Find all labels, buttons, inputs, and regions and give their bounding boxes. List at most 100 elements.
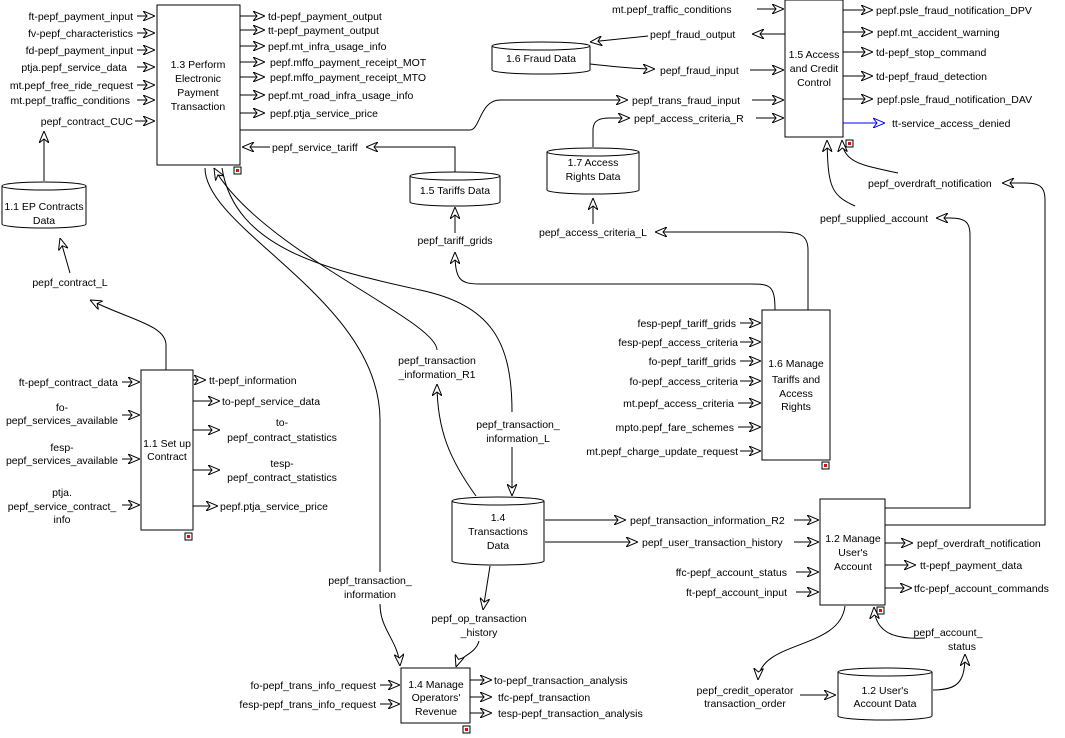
flow-transaction-information-R2: pepf_transaction_information_R2 [545, 515, 819, 527]
svg-text:pepf_supplied_account: pepf_supplied_account [820, 213, 928, 225]
process-1-3[interactable]: 1.3 Perform Electronic Payment Transacti… [156, 4, 242, 175]
decomposition-markers [187, 142, 882, 731]
svg-text:_history: _history [460, 627, 499, 639]
svg-text:Data: Data [33, 215, 55, 227]
process-1-5[interactable]: 1.5 Access and Credit Control [784, 0, 854, 148]
svg-text:pepf_tariff_grids: pepf_tariff_grids [417, 235, 492, 247]
svg-text:pepf_contract_CUC: pepf_contract_CUC [41, 116, 134, 128]
svg-text:info: info [54, 514, 71, 526]
svg-text:to-pepf_service_data: to-pepf_service_data [222, 396, 320, 408]
p12-outputs: pepf_overdraft_notification tt-pepf_paym… [885, 538, 1049, 595]
flow-traffic-conditions-1-5: mt.pepf_traffic_conditions [612, 4, 784, 16]
svg-text:and Credit: and Credit [790, 63, 839, 75]
svg-text:pepf_trans_fraud_input: pepf_trans_fraud_input [632, 95, 740, 107]
process-1-1[interactable]: 1.1 Set up Contract [140, 369, 194, 541]
svg-text:fo-pepf_trans_info_request: fo-pepf_trans_info_request [250, 680, 376, 692]
flow-supplied-account: pepf_supplied_account [820, 140, 971, 509]
svg-text:Revenue: Revenue [415, 706, 457, 718]
svg-text:1.5 Tariffs Data: 1.5 Tariffs Data [420, 185, 490, 197]
svg-text:1.1 EP Contracts: 1.1 EP Contracts [4, 201, 83, 213]
flow-tariff-grids: pepf_tariff_grids [417, 207, 776, 311]
svg-text:tesp-: tesp- [270, 458, 294, 470]
store-1-6-fraud-data[interactable]: 1.6 Fraud Data [491, 41, 591, 75]
svg-text:mt.pepf_access_criteria: mt.pepf_access_criteria [623, 398, 734, 410]
flow-account-status: pepf_account_ status [874, 607, 983, 691]
svg-text:1.4: 1.4 [491, 512, 506, 524]
store-1-2-users-account-data[interactable]: 1.2 User's Account Data [837, 667, 933, 721]
svg-text:tt-service_access_denied: tt-service_access_denied [892, 118, 1011, 130]
svg-text:transaction_order: transaction_order [704, 698, 786, 710]
svg-text:1.6 Fraud Data: 1.6 Fraud Data [506, 53, 576, 65]
svg-text:Payment: Payment [177, 87, 219, 99]
svg-text:pepf_overdraft_notification: pepf_overdraft_notification [917, 538, 1041, 550]
svg-text:Access: Access [779, 388, 813, 400]
svg-text:Contract: Contract [147, 451, 187, 463]
svg-text:1.7 Access: 1.7 Access [568, 157, 619, 169]
svg-text:fesp-: fesp- [50, 442, 74, 454]
svg-text:pepf_transaction: pepf_transaction [398, 355, 476, 367]
flow-trans-fraud-input: pepf_trans_fraud_input [240, 95, 784, 131]
p11-outputs: tt-pepf_information to-pepf_service_data… [193, 375, 337, 513]
svg-text:to-: to- [276, 417, 289, 429]
svg-text:pepf_transaction_information_R: pepf_transaction_information_R2 [630, 515, 785, 527]
svg-text:pepf.mffo_payment_receipt_MTO: pepf.mffo_payment_receipt_MTO [270, 72, 426, 84]
svg-text:1.3 Perform: 1.3 Perform [171, 59, 226, 71]
svg-text:information: information [344, 589, 396, 601]
svg-text:td-pepf_payment_output: td-pepf_payment_output [268, 11, 382, 23]
svg-text:mt.pepf_traffic_conditions: mt.pepf_traffic_conditions [612, 4, 731, 16]
svg-text:fo-pepf_tariff_grids: fo-pepf_tariff_grids [649, 356, 736, 368]
process-1-4[interactable]: 1.4 Manage Operators' Revenue [400, 667, 471, 734]
svg-text:pepf_transaction_: pepf_transaction_ [476, 419, 560, 431]
svg-text:Control: Control [797, 77, 831, 89]
svg-text:pepf_credit_operator: pepf_credit_operator [697, 685, 794, 697]
svg-text:fesp-pepf_tariff_grids: fesp-pepf_tariff_grids [638, 318, 736, 330]
svg-text:pepf.ptja_service_price: pepf.ptja_service_price [270, 108, 378, 120]
svg-text:User's: User's [838, 547, 867, 559]
svg-text:fesp-pepf_trans_info_request: fesp-pepf_trans_info_request [239, 699, 376, 711]
svg-text:ptja.: ptja. [52, 487, 72, 499]
svg-text:Data: Data [487, 540, 509, 552]
flow-access-criteria-L: pepf_access_criteria_L [539, 198, 809, 310]
svg-text:pepf_user_transaction_history: pepf_user_transaction_history [642, 537, 783, 549]
svg-text:ft-pepf_contract_data: ft-pepf_contract_data [19, 377, 118, 389]
store-1-5-tariffs-data[interactable]: 1.5 Tariffs Data [409, 171, 501, 207]
svg-text:_information_R1: _information_R1 [397, 369, 475, 381]
svg-text:Account Data: Account Data [853, 698, 916, 710]
flow-op-transaction-history: pepf_op_transaction _history [431, 565, 527, 667]
p14-outputs: to-pepf_transaction_analysis tfc-pepf_tr… [470, 675, 643, 720]
flow-fraud-output: pepf_fraud_output [590, 29, 785, 42]
svg-text:pepf_fraud_input: pepf_fraud_input [660, 65, 739, 77]
svg-text:pepf_contract_L: pepf_contract_L [32, 277, 107, 289]
svg-text:pepf_account_: pepf_account_ [914, 627, 983, 639]
svg-text:fo-pepf_access_criteria: fo-pepf_access_criteria [629, 376, 738, 388]
svg-text:pepf.mt_road_infra_usage_info: pepf.mt_road_infra_usage_info [268, 90, 414, 102]
svg-text:1.6 Manage: 1.6 Manage [768, 358, 824, 370]
svg-text:pepf_contract_statistics: pepf_contract_statistics [227, 432, 337, 444]
store-1-4-transactions-data[interactable]: 1.4 Transactions Data [451, 496, 545, 566]
process-1-6[interactable]: 1.6 Manage Tariffs and Access Rights [761, 309, 831, 470]
svg-text:td-pepf_fraud_detection: td-pepf_fraud_detection [876, 71, 987, 83]
svg-text:mt.pepf_traffic_conditions: mt.pepf_traffic_conditions [11, 95, 130, 107]
store-1-7-access-rights-data[interactable]: 1.7 Access Rights Data [546, 147, 640, 195]
svg-text:pepf_fraud_output: pepf_fraud_output [650, 29, 735, 41]
svg-text:pepf_op_transaction: pepf_op_transaction [431, 613, 526, 625]
svg-text:ffc-pepf_account_status: ffc-pepf_account_status [676, 567, 787, 579]
svg-text:tfc-pepf_account_commands: tfc-pepf_account_commands [914, 583, 1049, 595]
svg-text:pepf_access_criteria_R: pepf_access_criteria_R [634, 113, 744, 125]
process-1-2[interactable]: 1.2 Manage User's Account [819, 498, 886, 615]
p12-inputs: ffc-pepf_account_status ft-pepf_account_… [676, 567, 819, 599]
svg-text:tt-pepf_payment_data: tt-pepf_payment_data [920, 560, 1022, 572]
svg-text:fv-pepf_characteristics: fv-pepf_characteristics [28, 28, 133, 40]
flow-contract-L: pepf_contract_L [32, 238, 167, 370]
svg-text:Operators': Operators' [412, 692, 461, 704]
svg-text:Account: Account [834, 561, 872, 573]
svg-text:pepf_overdraft_notification: pepf_overdraft_notification [868, 178, 992, 190]
svg-text:ft-pepf_account_input: ft-pepf_account_input [686, 587, 787, 599]
p14-inputs: fo-pepf_trans_info_request fesp-pepf_tra… [239, 680, 400, 711]
svg-text:ft-pepf_payment_input: ft-pepf_payment_input [29, 11, 134, 23]
svg-text:1.5 Access: 1.5 Access [789, 49, 840, 61]
svg-text:Rights: Rights [781, 401, 811, 413]
store-1-1-ep-contracts-data[interactable]: 1.1 EP Contracts Data [1, 181, 87, 229]
svg-text:pepf_services_available: pepf_services_available [6, 415, 118, 427]
